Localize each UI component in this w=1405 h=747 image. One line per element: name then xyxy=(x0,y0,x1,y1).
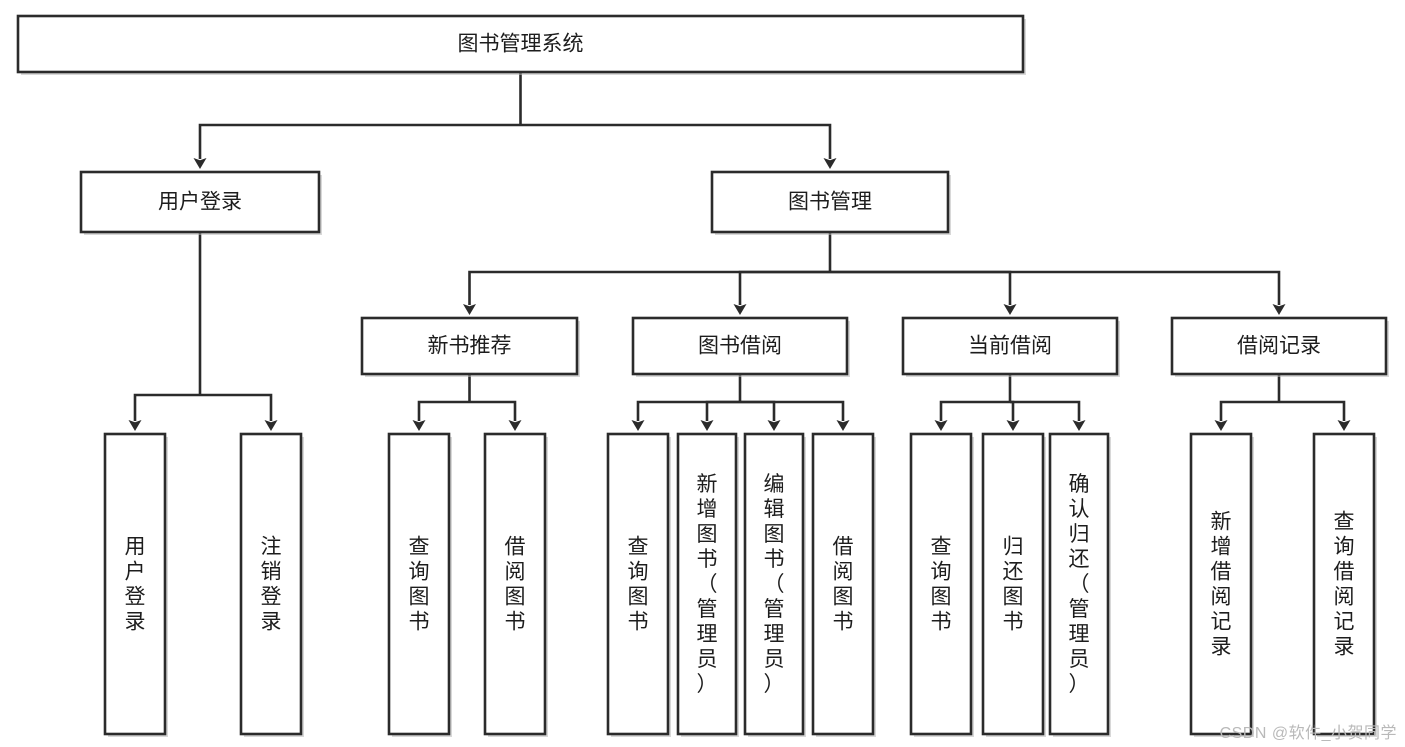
node-leaf-7[interactable]: 借阅图书 xyxy=(811,432,876,737)
node-box[interactable] xyxy=(1312,432,1376,736)
node-leaf-2[interactable]: 查询图书 xyxy=(387,432,452,737)
node-l3-0[interactable]: 新书推荐 xyxy=(360,316,580,377)
node-box[interactable] xyxy=(360,316,579,376)
node-box[interactable] xyxy=(387,432,451,736)
node-label: 注销登录 xyxy=(261,536,282,634)
node-label: 借阅记录 xyxy=(1237,335,1321,358)
connector-lines xyxy=(128,72,1351,431)
connector xyxy=(1010,400,1086,431)
node-l2-0[interactable]: 用户登录 xyxy=(79,170,322,235)
node-box[interactable] xyxy=(1170,316,1388,376)
node-box[interactable] xyxy=(743,432,805,736)
node-leaf-10[interactable]: 确认归还（管理员） xyxy=(1048,432,1111,737)
connector xyxy=(469,400,522,431)
connector xyxy=(193,123,521,169)
node-label: 确认归还（管理员） xyxy=(1069,473,1090,696)
node-root-0[interactable]: 图书管理系统 xyxy=(16,14,1026,75)
node-box[interactable] xyxy=(909,432,973,736)
node-label: 查询借阅记录 xyxy=(1334,511,1355,659)
connector xyxy=(700,400,740,431)
connector xyxy=(1006,400,1020,431)
connector xyxy=(740,400,850,431)
node-label: 图书管理系统 xyxy=(458,33,584,56)
node-leaf-6[interactable]: 编辑图书（管理员） xyxy=(743,432,806,737)
node-leaf-8[interactable]: 查询图书 xyxy=(909,432,974,737)
node-label: 查询图书 xyxy=(409,536,430,634)
node-leaf-9[interactable]: 归还图书 xyxy=(981,432,1046,737)
node-label: 新增图书（管理员） xyxy=(697,473,718,696)
node-leaf-11[interactable]: 新增借阅记录 xyxy=(1189,432,1254,737)
node-label: 图书借阅 xyxy=(698,335,782,358)
node-box[interactable] xyxy=(79,170,321,234)
node-label: 当前借阅 xyxy=(968,335,1052,358)
connector xyxy=(128,393,200,431)
node-box[interactable] xyxy=(483,432,547,736)
connector xyxy=(1214,400,1279,431)
connector xyxy=(412,400,470,431)
node-label: 用户登录 xyxy=(125,536,146,634)
node-l3-3[interactable]: 借阅记录 xyxy=(1170,316,1389,377)
node-box[interactable] xyxy=(1189,432,1253,736)
node-l3-2[interactable]: 当前借阅 xyxy=(901,316,1120,377)
node-label: 查询图书 xyxy=(931,536,952,634)
node-leaf-0[interactable]: 用户登录 xyxy=(103,432,168,737)
node-box[interactable] xyxy=(239,432,303,736)
node-box[interactable] xyxy=(676,432,738,736)
node-leaf-1[interactable]: 注销登录 xyxy=(239,432,304,737)
node-leaf-3[interactable]: 借阅图书 xyxy=(483,432,548,737)
node-box[interactable] xyxy=(710,170,950,234)
connector xyxy=(520,123,837,169)
node-l3-1[interactable]: 图书借阅 xyxy=(631,316,850,377)
connector xyxy=(830,270,1286,315)
node-box[interactable] xyxy=(901,316,1119,376)
node-label: 图书管理 xyxy=(788,191,872,214)
node-box[interactable] xyxy=(811,432,875,736)
node-label: 借阅图书 xyxy=(505,536,526,634)
connector xyxy=(733,270,830,315)
node-label: 编辑图书（管理员） xyxy=(764,473,785,696)
connector xyxy=(740,400,781,431)
node-box[interactable] xyxy=(631,316,849,376)
node-label: 新书推荐 xyxy=(428,335,512,358)
node-boxes: 图书管理系统用户登录图书管理新书推荐图书借阅当前借阅借阅记录用户登录注销登录查询… xyxy=(16,14,1389,737)
connector xyxy=(200,393,278,431)
node-l2-1[interactable]: 图书管理 xyxy=(710,170,951,235)
node-label: 归还图书 xyxy=(1003,536,1024,634)
connector xyxy=(1279,400,1351,431)
connector xyxy=(463,270,830,315)
node-box[interactable] xyxy=(103,432,167,736)
node-box[interactable] xyxy=(981,432,1045,736)
connector xyxy=(631,400,740,431)
node-leaf-4[interactable]: 查询图书 xyxy=(606,432,671,737)
node-label: 借阅图书 xyxy=(833,536,854,634)
csdn-watermark: CSDN @软件_小贺同学 xyxy=(1219,725,1397,742)
node-box[interactable] xyxy=(16,14,1025,74)
node-leaf-12[interactable]: 查询借阅记录 xyxy=(1312,432,1377,737)
node-box[interactable] xyxy=(606,432,670,736)
node-label: 新增借阅记录 xyxy=(1211,511,1232,659)
node-label: 用户登录 xyxy=(158,191,242,214)
node-leaf-5[interactable]: 新增图书（管理员） xyxy=(676,432,739,737)
node-label: 查询图书 xyxy=(628,536,649,634)
connector xyxy=(934,400,1010,431)
node-box[interactable] xyxy=(1048,432,1110,736)
connector xyxy=(830,270,1017,315)
